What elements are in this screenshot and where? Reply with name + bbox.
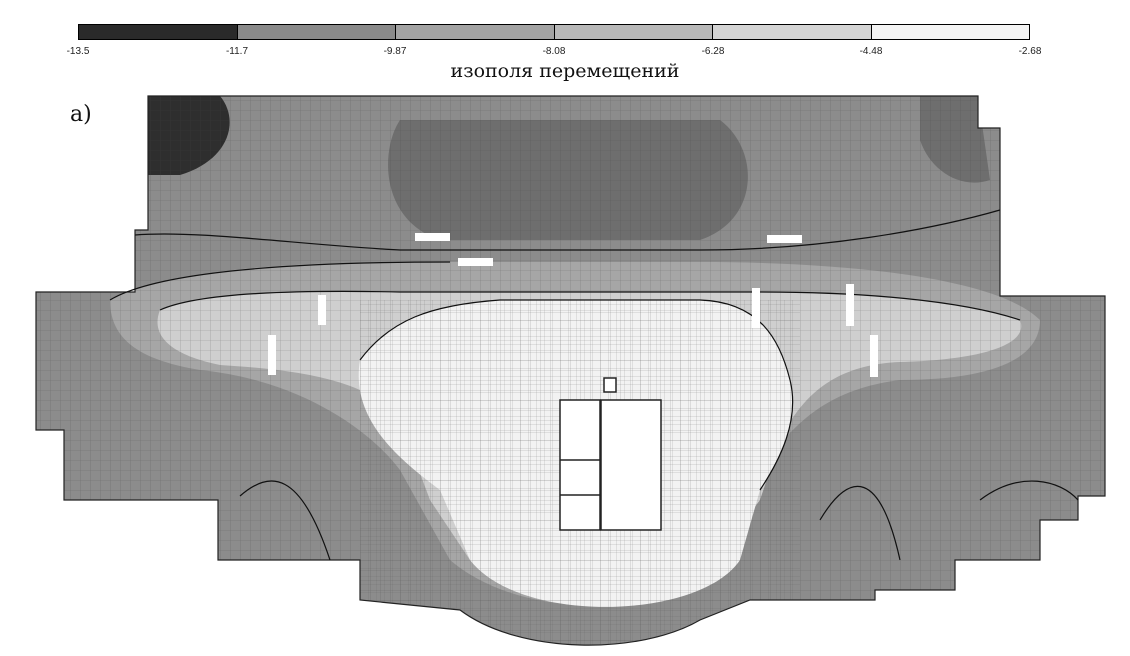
cutout-7 <box>846 284 854 326</box>
cutout-8 <box>870 335 878 377</box>
opening-3 <box>603 377 617 393</box>
legend-segment-5 <box>713 25 872 39</box>
legend-segment-4 <box>554 25 713 39</box>
legend-segment-3 <box>396 25 555 39</box>
legend-segment-1 <box>79 25 238 39</box>
legend-tick-7: -2.68 <box>1018 46 1042 57</box>
cutout-3 <box>767 235 802 243</box>
cutout-6 <box>752 288 760 328</box>
legend-caption: изополя перемещений <box>450 60 680 82</box>
cutout-2 <box>458 258 493 266</box>
legend-segment-2 <box>237 25 396 39</box>
panel-label: а) <box>70 102 92 127</box>
legend-tick-5: -6.28 <box>701 46 725 57</box>
core-openings <box>559 377 662 531</box>
cutout-5 <box>268 335 276 375</box>
wall-cutouts <box>268 233 878 377</box>
opening-1 <box>559 399 601 531</box>
cutout-1 <box>415 233 450 241</box>
color-legend-bar <box>78 24 1030 40</box>
legend-tick-1: -13.5 <box>66 46 90 57</box>
legend-segment-6 <box>871 25 1029 39</box>
legend-tick-6: -4.48 <box>859 46 883 57</box>
plan-outline <box>35 95 1106 646</box>
cutout-4 <box>318 295 326 325</box>
legend-tick-2: -11.7 <box>225 46 249 57</box>
legend-tick-3: -9.87 <box>383 46 407 57</box>
legend-tick-4: -8.08 <box>542 46 566 57</box>
opening-2 <box>600 399 662 531</box>
